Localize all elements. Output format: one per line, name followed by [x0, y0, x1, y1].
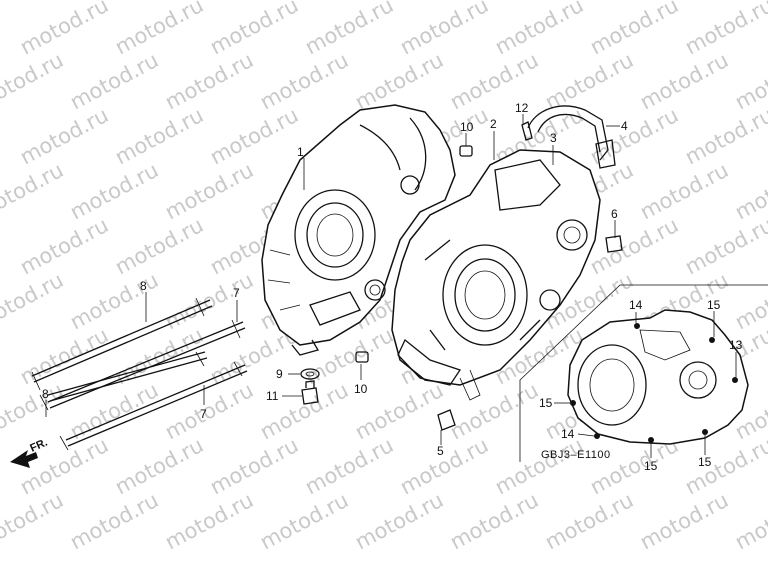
watermark-text: motod.ru: [206, 0, 302, 59]
callout-8-lower: 8: [42, 387, 49, 401]
watermark-text: motod.ru: [636, 48, 732, 114]
watermark-text: motod.ru: [681, 103, 768, 169]
callout-10-upper: 10: [460, 120, 474, 134]
callout-1: 1: [297, 145, 304, 159]
callout-5: 5: [437, 444, 444, 458]
callout-4: 4: [621, 119, 628, 133]
watermark-text: motod.ru: [16, 323, 112, 389]
callout-11: 11: [266, 389, 279, 403]
watermark-text: motod.ru: [66, 158, 162, 224]
callout-7-lower: 7: [200, 407, 207, 421]
watermark-text: motod.ru: [111, 0, 207, 59]
callout-12: 12: [515, 101, 529, 115]
callout-8-upper: 8: [140, 279, 147, 293]
callout-15-bottom-right: 15: [698, 455, 712, 469]
front-indicator-label: FR.: [28, 437, 49, 455]
callout-7-upper: 7: [233, 286, 240, 300]
watermark-text: motod.ru: [541, 48, 637, 114]
watermark-text: motod.ru: [111, 103, 207, 169]
watermark-text: motod.ru: [681, 433, 768, 499]
watermark-text: motod.ru: [16, 213, 112, 279]
callout-6: 6: [611, 207, 618, 221]
callout-15-top: 15: [707, 298, 721, 312]
watermark-text: motod.ru: [731, 488, 768, 554]
stud-bolts: [31, 297, 248, 451]
watermark-text: motod.ru: [681, 0, 768, 59]
watermark-text: motod.ru: [0, 488, 67, 554]
callout-15-left: 15: [539, 396, 553, 410]
callout-15-bottom-middle: 15: [644, 459, 658, 473]
watermark-text: motod.ru: [256, 488, 352, 554]
watermark-text: motod.ru: [586, 213, 682, 279]
watermark-text: motod.ru: [351, 48, 447, 114]
watermark-text: motod.ru: [681, 213, 768, 279]
watermark-text: motod.ru: [301, 433, 397, 499]
leader-lines: [45, 114, 737, 458]
watermark-text: motod.ru: [491, 0, 587, 59]
diagram-code: GBJ3–E1100: [541, 449, 611, 461]
watermark-text: motod.ru: [0, 48, 67, 114]
watermark-text: motod.ru: [161, 268, 257, 334]
callout-13: 13: [729, 338, 743, 352]
inset-divider: [519, 284, 768, 462]
watermark-text: motod.ru: [636, 158, 732, 224]
callout-9: 9: [276, 367, 283, 381]
callout-3: 3: [550, 131, 557, 145]
watermark-text: motod.ru: [0, 268, 67, 334]
watermark-text: motod.ru: [491, 433, 587, 499]
watermark-text: motod.ru: [66, 48, 162, 114]
watermark-text: motod.ru: [0, 158, 67, 224]
watermark-text: motod.ru: [161, 48, 257, 114]
breather-tube: [527, 105, 616, 169]
watermark-text: motod.ru: [161, 488, 257, 554]
watermark-text: motod.ru: [161, 158, 257, 224]
watermark-text: motod.ru: [161, 378, 257, 444]
watermark-text: motod.ru: [66, 488, 162, 554]
callout-14-upper: 14: [629, 298, 643, 312]
watermark-text: motod.ru: [66, 268, 162, 334]
callout-14-lower: 14: [561, 427, 575, 441]
watermark-text: motod.ru: [396, 433, 492, 499]
watermark-text: motod.ru: [541, 488, 637, 554]
watermark-text: motod.ru: [0, 378, 67, 444]
drain-bolt-washer: [300, 368, 320, 405]
watermark-text: motod.ru: [111, 433, 207, 499]
watermark-text: motod.ru: [0, 0, 67, 4]
watermark-text: motod.ru: [351, 488, 447, 554]
gasket-inset: [567, 309, 749, 445]
watermark-text: motod.ru: [256, 48, 352, 114]
watermark-text: motod.ru: [636, 488, 732, 554]
left-crankcase: [261, 104, 456, 356]
callouts: 1 2 3 4 5 6 7 7 8 8 9 10 10 11 12 13 14 …: [42, 101, 743, 473]
watermark-text: motod.ru: [16, 103, 112, 169]
callout-10-lower: 10: [354, 382, 368, 396]
callout-2: 2: [490, 117, 497, 131]
watermark-text: motod.ru: [16, 0, 112, 59]
right-crankcase: [391, 149, 601, 401]
watermark-text: motod.ru: [206, 103, 302, 169]
watermark-text: motod.ru: [586, 0, 682, 59]
watermark-text: motod.ru: [396, 0, 492, 59]
watermark-text: motod.ru: [206, 433, 302, 499]
watermark-text: motod.ru: [256, 378, 352, 444]
watermark-text: motod.ru: [111, 213, 207, 279]
watermark-text: motod.ru: [446, 378, 542, 444]
watermark-text: motod.ru: [301, 0, 397, 59]
watermark-text: motod.ru: [446, 488, 542, 554]
